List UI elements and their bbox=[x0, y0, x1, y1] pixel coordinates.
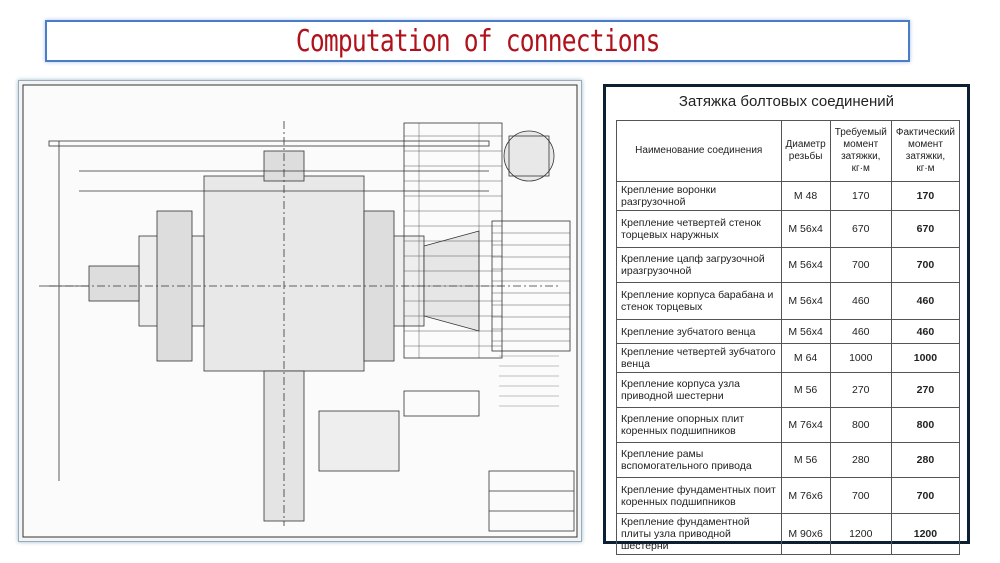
connection-name: Крепление воронки разгрузочной bbox=[616, 181, 782, 211]
table-row: Крепление цапф загрузочной иразгрузочной… bbox=[616, 247, 961, 283]
table-row: Крепление четвертей стенок торцевых нару… bbox=[616, 210, 961, 248]
actual-torque: 460 bbox=[890, 282, 961, 320]
actual-torque: 800 bbox=[890, 407, 961, 443]
actual-torque: 670 bbox=[890, 210, 961, 248]
mill-drawing-image bbox=[22, 84, 578, 538]
actual-torque: 270 bbox=[890, 372, 961, 408]
required-torque: 670 bbox=[829, 210, 892, 248]
bolt-tightening-table: Наименование соединения Диаметр резьбы Т… bbox=[616, 120, 961, 555]
table-row: Крепление корпуса узла приводной шестерн… bbox=[616, 372, 961, 408]
table-row: Крепление опорных плит коренных подшипни… bbox=[616, 407, 961, 443]
table-row: Крепление фундаментной плиты узла привод… bbox=[616, 513, 961, 555]
actual-torque: 170 bbox=[890, 181, 961, 211]
connection-name: Крепление зубчатого венца bbox=[616, 319, 782, 344]
required-torque: 1200 bbox=[829, 513, 892, 555]
thread-diameter: М 56х4 bbox=[780, 247, 831, 283]
required-torque: 460 bbox=[829, 282, 892, 320]
connection-name: Крепление четвертей стенок торцевых нару… bbox=[616, 210, 782, 248]
actual-torque: 700 bbox=[890, 247, 961, 283]
thread-diameter: М 56х4 bbox=[780, 319, 831, 344]
thread-diameter: М 56х4 bbox=[780, 210, 831, 248]
actual-torque: 460 bbox=[890, 319, 961, 344]
required-torque: 280 bbox=[829, 442, 892, 478]
connection-name: Крепление корпуса узла приводной шестерн… bbox=[616, 372, 782, 408]
header-required: Требуемый момент затяжки, кг·м bbox=[829, 120, 892, 182]
thread-diameter: М 56 bbox=[780, 442, 831, 478]
required-torque: 700 bbox=[829, 477, 892, 514]
actual-torque: 1200 bbox=[890, 513, 961, 555]
required-torque: 460 bbox=[829, 319, 892, 344]
connection-name: Крепление опорных плит коренных подшипни… bbox=[616, 407, 782, 443]
required-torque: 700 bbox=[829, 247, 892, 283]
header-name: Наименование соединения bbox=[616, 120, 782, 182]
required-torque: 1000 bbox=[829, 343, 892, 373]
table-header-row: Наименование соединения Диаметр резьбы Т… bbox=[616, 120, 961, 182]
connection-name: Крепление фундаментных поит коренных под… bbox=[616, 477, 782, 514]
bolt-tightening-panel: Затяжка болтовых соединений Наименование… bbox=[603, 84, 970, 555]
connection-name: Крепление корпуса барабана и стенок торц… bbox=[616, 282, 782, 320]
slide-title: Computation of connections bbox=[295, 23, 661, 59]
thread-diameter: М 56 bbox=[780, 372, 831, 408]
table-row: Крепление корпуса барабана и стенок торц… bbox=[616, 282, 961, 320]
thread-diameter: М 76х4 bbox=[780, 407, 831, 443]
thread-diameter: М 76х6 bbox=[780, 477, 831, 514]
connection-name: Крепление цапф загрузочной иразгрузочной bbox=[616, 247, 782, 283]
thread-diameter: М 56х4 bbox=[780, 282, 831, 320]
slide-title-box: Computation of connections bbox=[45, 20, 910, 62]
actual-torque: 1000 bbox=[890, 343, 961, 373]
thread-diameter: М 64 bbox=[780, 343, 831, 373]
table-title: Затяжка болтовых соединений bbox=[678, 93, 895, 110]
required-torque: 170 bbox=[829, 181, 892, 211]
required-torque: 800 bbox=[829, 407, 892, 443]
actual-torque: 700 bbox=[890, 477, 961, 514]
engineering-drawing bbox=[18, 80, 582, 542]
thread-diameter: М 90х6 bbox=[780, 513, 831, 555]
header-diameter: Диаметр резьбы bbox=[780, 120, 831, 182]
header-actual: Фактический момент затяжки, кг·м bbox=[890, 120, 961, 182]
required-torque: 270 bbox=[829, 372, 892, 408]
connection-name: Крепление фундаментной плиты узла привод… bbox=[616, 513, 782, 555]
actual-torque: 280 bbox=[890, 442, 961, 478]
connection-name: Крепление четвертей зубчатого венца bbox=[616, 343, 782, 373]
table-row: Крепление фундаментных поит коренных под… bbox=[616, 477, 961, 514]
connection-name: Крепление рамы вспомогательного привода bbox=[616, 442, 782, 478]
thread-diameter: М 48 bbox=[780, 181, 831, 211]
